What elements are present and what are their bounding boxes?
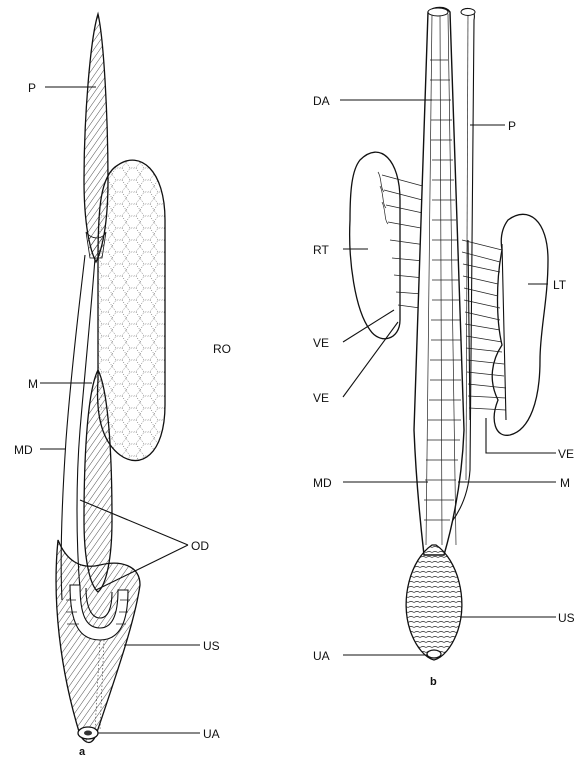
label-P-a: P <box>28 81 36 95</box>
urogenital-sinus-shape <box>56 540 140 743</box>
caption-b: b <box>430 676 437 688</box>
label-VE-upper: VE <box>313 336 329 350</box>
caption-a: a <box>79 746 86 758</box>
label-RO: RO <box>213 342 231 356</box>
diagram-a <box>40 14 200 743</box>
label-VE-lower: VE <box>313 391 329 405</box>
label-UA-a: UA <box>203 727 220 741</box>
mullerian-duct-shape <box>61 255 85 600</box>
label-RT: RT <box>313 243 329 257</box>
urogenital-aperture-b-shape <box>427 650 441 658</box>
label-MD-b: MD <box>313 476 332 490</box>
label-VE-right: VE <box>558 447 574 461</box>
label-MD-a: MD <box>14 443 33 457</box>
urogenital-sinus-b-shape <box>406 545 462 660</box>
label-P-b: P <box>508 119 516 133</box>
label-UA-b: UA <box>313 649 330 663</box>
left-testis-shape <box>492 214 548 435</box>
diagram-b <box>340 8 556 661</box>
label-US-b: US <box>558 611 574 625</box>
label-OD: OD <box>191 539 209 553</box>
label-DA: DA <box>313 94 330 108</box>
label-LT: LT <box>553 278 567 292</box>
label-US-a: US <box>203 639 220 653</box>
kidney-column-shape <box>414 8 464 556</box>
pronephros-shape <box>84 14 108 262</box>
label-M-a: M <box>28 377 38 391</box>
label-M-b: M <box>560 476 570 490</box>
